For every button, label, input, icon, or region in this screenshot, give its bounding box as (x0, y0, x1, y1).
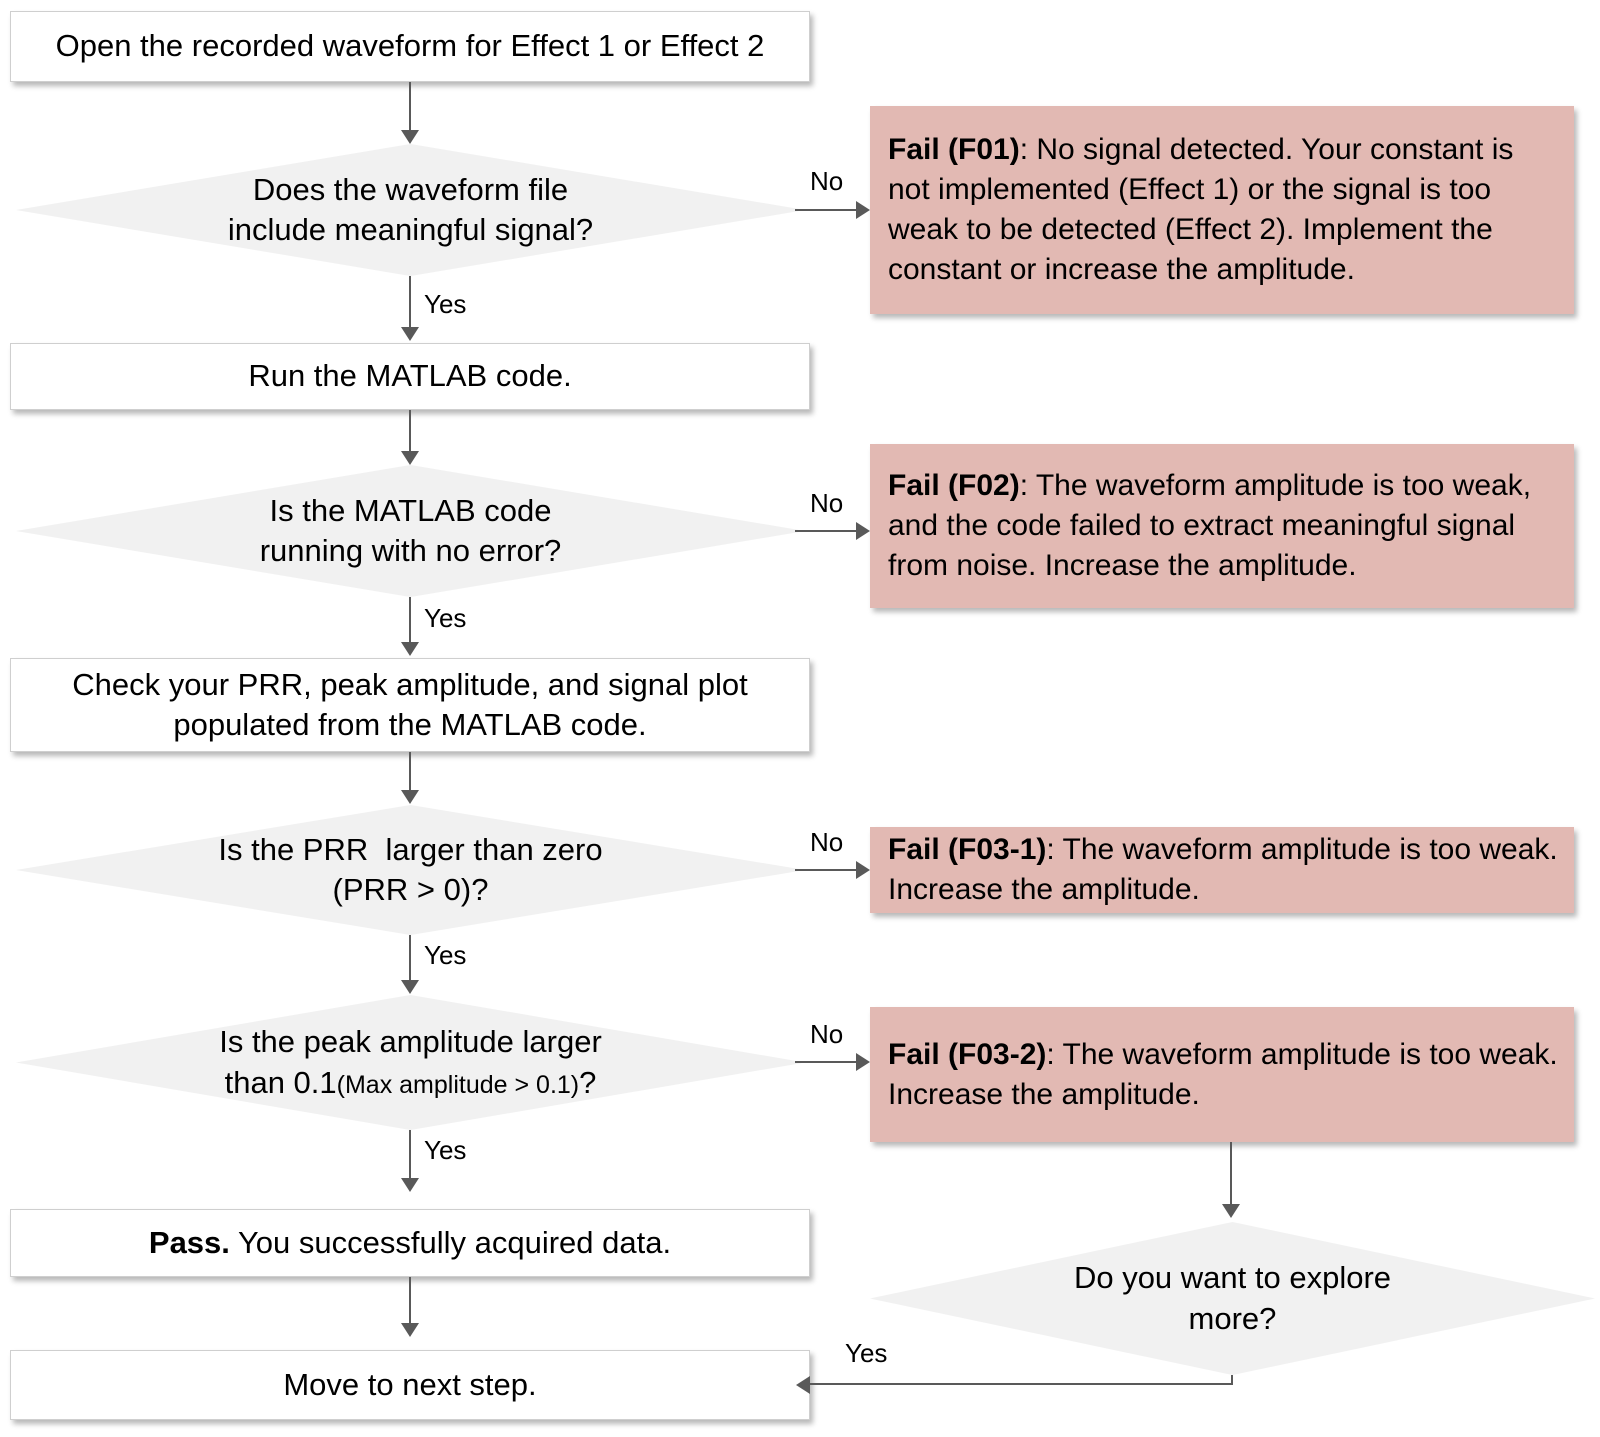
connector-error-no (795, 530, 860, 532)
decision-peak-amplitude-shape (16, 995, 805, 1130)
fail-box-f02-bold: Fail (F02) (888, 469, 1020, 503)
edge-label-prr-yes: Yes (424, 940, 467, 970)
fail-box-f03-2-rest: : The waveform amplitude is too weak. In… (888, 1037, 1558, 1111)
fail-box-f03-1[interactable]: Fail (F03-1): The waveform amplitude is … (870, 827, 1574, 913)
next-step-box-label: Move to next step. (283, 1366, 537, 1402)
pass-box-label: Pass. You successfully acquired data. (149, 1223, 671, 1263)
arrowhead-f032-to-explore (1222, 1204, 1240, 1218)
connector-run-to-error (409, 410, 411, 451)
pass-box[interactable]: Pass. You successfully acquired data. (10, 1209, 810, 1277)
fail-box-f03-2[interactable]: Fail (F03-2): The waveform amplitude is … (870, 1007, 1574, 1142)
fail-box-f03-1-rest: : The waveform amplitude is too weak. In… (888, 833, 1558, 906)
connector-f032-to-explore (1230, 1142, 1232, 1204)
pass-box-bold: Pass. (148, 1224, 230, 1260)
arrowhead-peak-yes (401, 1178, 419, 1192)
connector-check-to-prr (409, 752, 411, 790)
arrowhead-signal-yes (401, 327, 419, 341)
decision-peak-amplitude[interactable]: Is the peak amplitude larger than 0.1(Ma… (16, 995, 805, 1130)
arrowhead-error-no (856, 522, 870, 540)
edge-label-prr-no: No (810, 827, 844, 857)
fail-box-f01-bold: Fail (F01) (888, 133, 1020, 167)
arrowhead-run-to-error (401, 451, 419, 465)
edge-label-signal-no: No (810, 166, 844, 196)
arrowhead-error-yes (401, 642, 419, 656)
fail-box-f02-rest: : The waveform amplitude is too weak, an… (888, 469, 1532, 582)
edge-label-error-yes: Yes (424, 603, 467, 633)
fail-box-f02-text: Fail (F02): The waveform amplitude is to… (888, 466, 1558, 586)
decision-prr[interactable]: Is the PRR larger than zero (PRR > 0)? (16, 805, 805, 935)
arrowhead-explore-yes (796, 1376, 810, 1394)
decision-explore-more[interactable]: Do you want to explore more? (870, 1222, 1595, 1375)
arrowhead-pass-to-next (401, 1323, 419, 1337)
arrowhead-peak-no (856, 1053, 870, 1071)
connector-explore-yes-horizontal (810, 1383, 1233, 1385)
connector-start-to-signal (409, 82, 411, 130)
edge-label-explore-yes: Yes (845, 1338, 888, 1368)
decision-no-error[interactable]: Is the MATLAB code running with no error… (16, 465, 805, 597)
fail-box-f01-rest: : No signal detected. Your constant is n… (888, 133, 1514, 286)
arrowhead-prr-no (856, 861, 870, 879)
check-results-line1: Check your PRR, peak amplitude, and sign… (72, 666, 748, 702)
decision-no-error-shape (16, 465, 805, 597)
fail-box-f02[interactable]: Fail (F02): The waveform amplitude is to… (870, 444, 1574, 608)
arrowhead-start-to-signal (401, 130, 419, 144)
edge-label-peak-no: No (810, 1019, 844, 1049)
connector-error-yes (409, 597, 411, 642)
next-step-box[interactable]: Move to next step. (10, 1350, 810, 1420)
connector-prr-no (795, 869, 860, 871)
arrowhead-signal-no (856, 201, 870, 219)
fail-box-f01[interactable]: Fail (F01): No signal detected. Your con… (870, 106, 1574, 314)
connector-peak-no (795, 1061, 860, 1063)
run-matlab-box[interactable]: Run the MATLAB code. (10, 343, 810, 410)
run-matlab-box-label: Run the MATLAB code. (248, 358, 572, 394)
pass-box-rest: You successfully acquired data. (229, 1224, 672, 1260)
edge-label-peak-yes: Yes (424, 1135, 467, 1165)
decision-prr-shape (16, 805, 805, 935)
start-box-label: Open the recorded waveform for Effect 1 … (55, 28, 765, 64)
edge-label-error-no: No (810, 488, 844, 518)
fail-box-f01-text: Fail (F01): No signal detected. Your con… (888, 130, 1558, 290)
check-results-box[interactable]: Check your PRR, peak amplitude, and sign… (10, 658, 810, 752)
fail-box-f03-1-bold: Fail (F03-1) (888, 833, 1047, 867)
fail-box-f03-2-bold: Fail (F03-2) (888, 1037, 1047, 1071)
start-box[interactable]: Open the recorded waveform for Effect 1 … (10, 11, 810, 82)
connector-peak-yes (409, 1130, 411, 1178)
connector-explore-yes-vertical (1231, 1375, 1233, 1385)
edge-label-signal-yes: Yes (424, 289, 467, 319)
connector-signal-no (795, 209, 860, 211)
connector-signal-yes (409, 276, 411, 327)
fail-box-f03-1-text: Fail (F03-1): The waveform amplitude is … (888, 830, 1558, 910)
decision-explore-more-shape (870, 1222, 1595, 1375)
check-results-line2: populated from the MATLAB code. (173, 707, 647, 742)
decision-signal[interactable]: Does the waveform file include meaningfu… (16, 144, 805, 276)
fail-box-f03-2-text: Fail (F03-2): The waveform amplitude is … (888, 1035, 1558, 1115)
check-results-box-label: Check your PRR, peak amplitude, and sign… (72, 665, 747, 746)
arrowhead-prr-yes (401, 980, 419, 994)
connector-prr-yes (409, 935, 411, 980)
connector-pass-to-next (409, 1277, 411, 1323)
arrowhead-check-to-prr (401, 790, 419, 804)
decision-signal-shape (16, 144, 805, 276)
